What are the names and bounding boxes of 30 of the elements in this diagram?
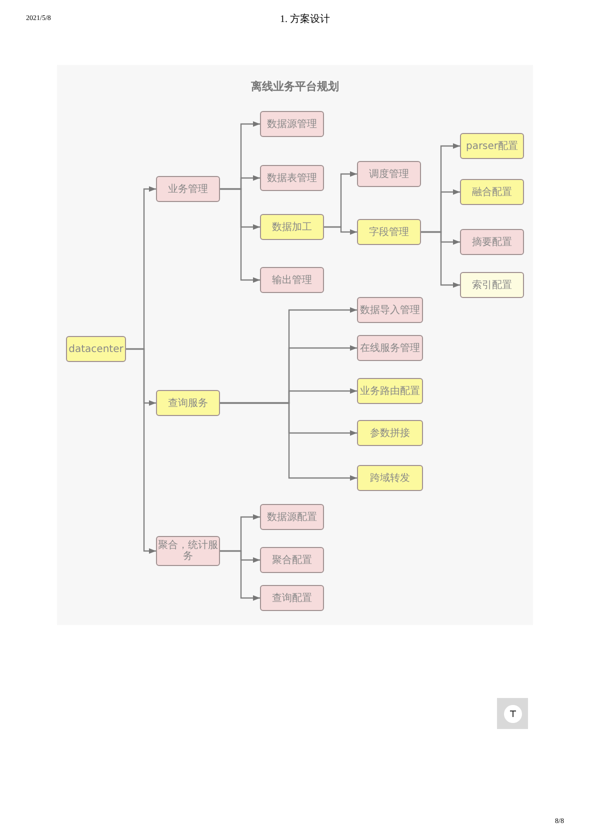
process-box: 查询服务 bbox=[156, 390, 220, 416]
process-box: 调度管理 bbox=[357, 161, 421, 187]
process-box: 输出管理 bbox=[260, 267, 324, 293]
process-box: 字段管理 bbox=[357, 219, 421, 245]
arrow bbox=[324, 226, 357, 235]
arrow bbox=[220, 550, 260, 601]
process-box: 参数拼接 bbox=[357, 420, 423, 446]
arrow bbox=[220, 402, 357, 481]
process-box: 索引配置 bbox=[460, 272, 524, 298]
process-box: 聚合，统计服务 bbox=[156, 536, 220, 566]
arrow bbox=[421, 231, 460, 288]
process-box: 业务路由配置 bbox=[357, 378, 423, 404]
header-title: 1. 方案设计 bbox=[280, 12, 330, 27]
process-box: 数据导入管理 bbox=[357, 297, 423, 323]
arrow bbox=[220, 188, 260, 283]
process-box: 查询配置 bbox=[260, 585, 324, 611]
process-box: 跨域转发 bbox=[357, 465, 423, 491]
process-box: 业务管理 bbox=[156, 176, 220, 202]
process-box: 融合配置 bbox=[460, 179, 524, 205]
process-box: 数据表管理 bbox=[260, 165, 324, 191]
process-box: 数据加工 bbox=[260, 214, 324, 240]
process-box: 在线服务管理 bbox=[357, 335, 423, 361]
process-box: 数据源配置 bbox=[260, 504, 324, 530]
process-box: parser配置 bbox=[460, 133, 524, 159]
process-box: datacenter bbox=[66, 336, 126, 362]
diagram-title: 离线业务平台规划 bbox=[250, 79, 340, 95]
process-box: 摘要配置 bbox=[460, 229, 524, 255]
process-box: 聚合配置 bbox=[260, 547, 324, 573]
process-box: 数据源管理 bbox=[260, 111, 324, 137]
arrow bbox=[126, 348, 156, 554]
